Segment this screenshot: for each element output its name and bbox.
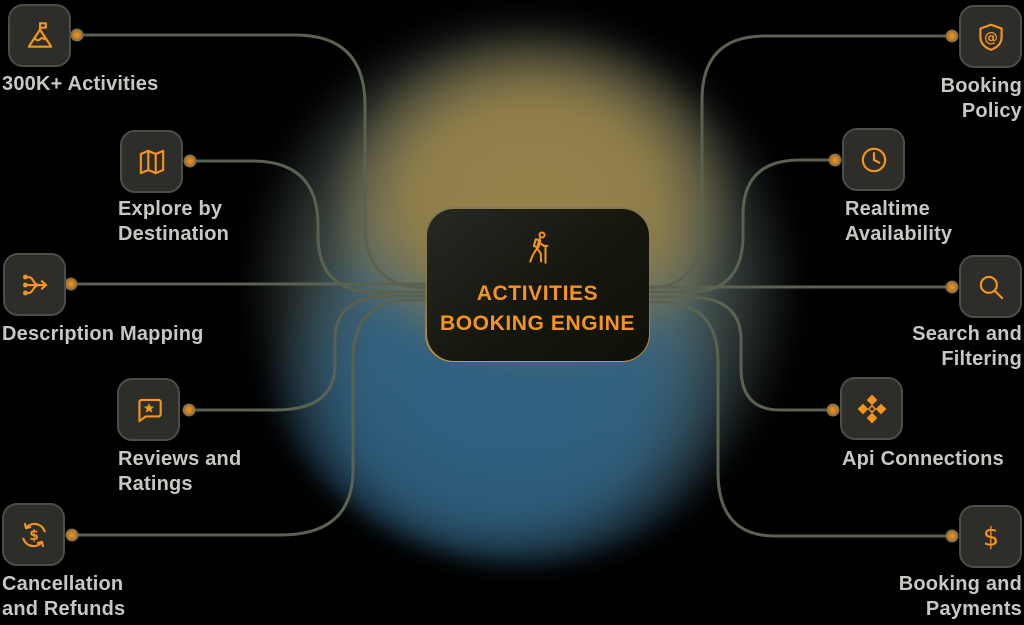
mountain-flag-icon (27, 21, 52, 48)
shield-at-icon: @ (978, 23, 1003, 51)
connector-dot (945, 29, 959, 43)
description-mapping-label: Description Mapping (2, 323, 204, 345)
connector-dot (182, 403, 196, 417)
booking-engine-card: ACTIVITIES BOOKING ENGINE (426, 208, 649, 361)
api-connections-tile (840, 377, 903, 440)
center-card-border: ACTIVITIES BOOKING ENGINE (425, 207, 650, 362)
connector-dot (826, 403, 840, 417)
booking-and-payments-tile: $ (959, 505, 1022, 568)
realtime-availability-tile (842, 128, 905, 191)
api-diamonds-icon (857, 394, 886, 423)
connector-cancellation-refunds (72, 298, 428, 537)
svg-text:$: $ (29, 527, 39, 543)
activities-count-tile (8, 4, 71, 67)
connector-dot (65, 528, 79, 542)
refund-dollar-icon: $ (21, 522, 46, 547)
map-icon (139, 149, 164, 174)
svg-text:$: $ (982, 522, 998, 552)
search-icon (979, 275, 1003, 299)
connector-booking-policy (645, 34, 952, 290)
dollar-icon: $ (982, 522, 998, 552)
connector-dot (70, 28, 84, 42)
booking-policy-tile: @ (959, 5, 1022, 68)
connector-api-connections (646, 295, 833, 412)
connector-dot (64, 277, 78, 291)
connector-reviews-and-ratings (189, 294, 428, 412)
connector-dot (945, 280, 959, 294)
api-connections-label: Api Connections (842, 448, 1004, 470)
merge-arrows-icon (22, 274, 47, 295)
center-title-line1: ACTIVITIES (476, 281, 599, 305)
search-and-filtering-tile (959, 255, 1022, 318)
hiker-icon (528, 231, 548, 264)
clock-icon (861, 147, 886, 172)
center-title-line2: BOOKING ENGINE (439, 311, 636, 335)
connector-realtime-availability (646, 158, 835, 294)
explore-by-destination-tile (120, 130, 183, 193)
connector-activities-count (77, 33, 429, 290)
connector-explore-by-destination (190, 159, 428, 294)
reviews-and-ratings-tile (117, 378, 180, 441)
connector-dot (945, 529, 959, 543)
activities-count-label: 300K+ Activities (2, 73, 159, 95)
connector-dot (828, 153, 842, 167)
chat-star-icon (137, 398, 162, 422)
connector-dot (183, 154, 197, 168)
description-mapping-tile (3, 253, 66, 316)
connector-booking-and-payments (646, 300, 952, 538)
svg-text:@: @ (984, 29, 998, 45)
cancellation-refunds-tile: $ (2, 503, 65, 566)
